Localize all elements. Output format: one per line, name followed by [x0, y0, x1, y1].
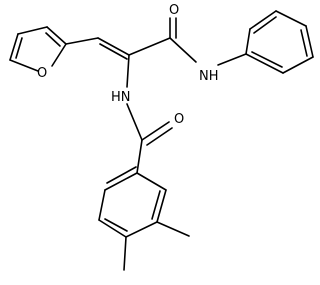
- methyl-groups: [123, 221, 190, 271]
- bond-phenyl-3: [275, 10, 307, 27]
- amide-nh-right-label: NH: [199, 69, 219, 84]
- bond-methyl-3: [156, 221, 190, 237]
- bond-phenyl-5: [282, 56, 314, 74]
- bond-phenyl-2-double: [253, 16, 277, 34]
- furan-ring: [9, 26, 67, 72]
- bond-calpha-nh: [126, 54, 130, 88]
- bond-ring-4: [125, 221, 158, 238]
- bond-furan-4-double: [45, 32, 61, 47]
- bond-furan-5: [51, 43, 67, 67]
- bond-ring-3-double: [104, 218, 128, 232]
- furan-oxygen-label: O: [37, 66, 47, 81]
- dimethylbenzene-ring: [98, 139, 167, 238]
- bond-ring-1: [104, 172, 138, 191]
- bond-furan-to-vinyl: [65, 37, 99, 45]
- bond-calpha-carbonyl: [128, 37, 171, 56]
- bond-carbonyl-nh: [169, 37, 197, 63]
- bond-ring-5: [156, 189, 167, 223]
- phenyl-ring: [217, 10, 314, 74]
- bond-phenyl-6-double: [251, 51, 283, 68]
- bond-ring-1-double: [106, 166, 137, 184]
- bond-ring-2: [98, 189, 106, 221]
- bond-phenyl-6: [245, 53, 284, 74]
- bond-benzoyl-oxygen-double: [146, 127, 173, 146]
- bond-methyl-4: [123, 236, 127, 271]
- bond-phenyl-4-double: [300, 29, 308, 57]
- bond-nh-to-phenyl: [217, 53, 247, 66]
- amide-nh-left-label: HN: [111, 90, 131, 105]
- bond-phenyl-1: [245, 28, 251, 55]
- bond-furan-2-double: [15, 37, 23, 59]
- bond-phenyl-2: [249, 10, 277, 30]
- amide-oxygen-top-label: O: [169, 3, 179, 18]
- bond-ring-5-double: [151, 190, 161, 220]
- bond-vinyl-double: [97, 37, 130, 56]
- amide-left: [126, 54, 173, 146]
- bond-furan-4: [46, 26, 67, 45]
- bond-ring-3: [98, 219, 127, 238]
- bond-benzoyl-oxygen: [141, 121, 170, 141]
- bond-nh-to-benzoyl: [126, 103, 143, 141]
- amide-top: [128, 17, 197, 63]
- bond-vinyl-double-inner: [99, 43, 128, 60]
- benzamide-oxygen-label: O: [174, 112, 184, 127]
- bond-benzoyl-to-ring: [136, 139, 143, 174]
- bond-furan-1: [9, 59, 39, 72]
- bond-furan-3: [17, 26, 48, 35]
- bond-ring-6: [136, 172, 167, 191]
- bond-phenyl-4: [305, 25, 314, 58]
- bond-furan-2: [9, 33, 19, 61]
- vinyl-linker: [65, 37, 130, 60]
